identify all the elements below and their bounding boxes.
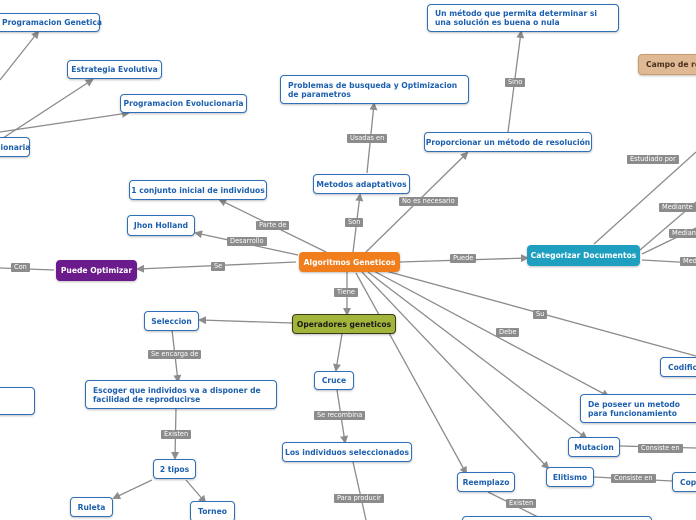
label-existen-2: Existen [506, 499, 537, 508]
label-puede: Puede [450, 254, 477, 263]
label-mediante-3: Medi [680, 257, 696, 266]
node-reemplazo[interactable]: Reemplazo [457, 472, 515, 492]
label-estudiado-por: Estudiado por [627, 155, 679, 164]
label-son: Son [345, 218, 364, 227]
node-label: Puede Optimizar [60, 266, 133, 275]
node-ruleta[interactable]: Ruleta [70, 497, 113, 517]
node-label: Los individuos seleccionados [285, 447, 409, 457]
node-label: Un método que permita determinar si una … [435, 9, 597, 27]
node-codifica[interactable]: Codifica [660, 357, 696, 377]
node-cruce[interactable]: Cruce [314, 371, 354, 390]
node-label: Cruce [321, 376, 347, 385]
label-consiste-en-2: Consiste en [638, 444, 683, 453]
node-campo-de-re[interactable]: Campo de re [638, 54, 696, 75]
node-label: Proporcionar un método de resolución [425, 137, 591, 147]
label-debe: Debe [496, 328, 520, 337]
label-con: Con [11, 263, 30, 272]
node-problemas-busqueda[interactable]: Problemas de busqueda y Optimizacion de … [280, 75, 469, 104]
label-consiste-en-1: Consiste en [611, 474, 656, 483]
label-parte-de: Parte de [256, 221, 290, 230]
node-label: Programacion Genetica [2, 18, 103, 27]
label-se: Se [211, 262, 226, 271]
label-existen-1: Existen [161, 430, 192, 439]
node-puede-optimizar[interactable]: Puede Optimizar [56, 260, 137, 281]
node-bottom-partial[interactable] [462, 516, 652, 520]
node-label: Ruleta [77, 502, 106, 512]
node-individuos-seleccionados[interactable]: Los individuos seleccionados [282, 442, 412, 462]
node-escoger-individuos[interactable]: Escoger que individos va a disponer de f… [85, 380, 277, 409]
node-label: Mutacion [574, 442, 614, 452]
label-mediante-1: Mediante [659, 203, 696, 212]
node-2-tipos[interactable]: 2 tipos [153, 459, 196, 479]
node-evolucionaria-partial[interactable]: cionaria [0, 137, 30, 157]
node-label: Campo de re [646, 60, 696, 69]
node-label: Problemas de busqueda y Optimizacion de … [288, 80, 458, 99]
label-usadas-en: Usadas en [347, 134, 388, 143]
node-label: Seleccion [151, 316, 192, 326]
node-label: Estrategia Evolutiva [71, 65, 158, 74]
node-programacion-genetica[interactable]: Programacion Genetica [0, 13, 103, 32]
node-conjunto-inicial[interactable]: 1 conjunto inicial de individuos [129, 180, 267, 200]
label-sino: Sino [505, 78, 526, 87]
node-proporcionar-metodo[interactable]: Proporcionar un método de resolución [424, 132, 592, 152]
node-label: Categorizar Documentos [530, 251, 637, 260]
label-para-producir: Para producir [334, 494, 384, 503]
node-label: 2 tipos [159, 464, 190, 474]
node-label: Jhon Holland [133, 221, 189, 230]
node-jhon-holland[interactable]: Jhon Holland [127, 215, 195, 236]
node-label: Programacion Evolucionaria [123, 99, 244, 108]
node-elitismo[interactable]: Elitismo [546, 467, 594, 487]
node-torneo[interactable]: Torneo [190, 501, 235, 520]
label-tiene: Tiene [334, 288, 358, 297]
node-seleccion[interactable]: Seleccion [144, 311, 199, 331]
label-se-encarga-de: Se encarga de [148, 350, 202, 359]
label-mediante-2: Mediante [669, 229, 696, 238]
node-label: Algoritmos Geneticos [303, 257, 396, 267]
node-metodos-adaptativos[interactable]: Metodos adaptativos [313, 174, 410, 194]
node-de-poseer-metodo[interactable]: De poseer un metodo para funcionamiento [580, 394, 696, 423]
node-label: 1 conjunto inicial de individuos [131, 185, 265, 195]
node-label: cionaria [0, 142, 31, 152]
node-label: Elitismo [552, 472, 588, 482]
node-cop[interactable]: Cop [672, 472, 696, 492]
node-label: Codifica [668, 362, 696, 372]
label-no-es-necesario: No es necesario [399, 197, 458, 206]
node-algoritmos-geneticos[interactable]: Algoritmos Geneticos [299, 252, 400, 272]
label-desarrollo: Desarrollo [227, 237, 267, 246]
label-su: Su [533, 310, 548, 319]
node-label: De poseer un metodo para funcionamiento [588, 399, 680, 418]
node-operadores-geneticos[interactable]: Operadores geneticos [292, 314, 396, 334]
node-label: Torneo [198, 507, 227, 516]
node-label: Reemplazo [462, 477, 510, 487]
node-programacion-evolucionaria[interactable]: Programacion Evolucionaria [120, 94, 247, 113]
node-left-partial[interactable] [0, 387, 35, 415]
node-label: Operadores geneticos [296, 319, 392, 329]
node-categorizar-documentos[interactable]: Categorizar Documentos [527, 245, 640, 266]
node-label: Escoger que individos va a disponer de f… [93, 385, 261, 404]
node-label: Metodos adaptativos [316, 179, 407, 189]
node-mutacion[interactable]: Mutacion [568, 437, 620, 457]
node-label: Cop [680, 477, 696, 487]
label-se-recombina: Se recombina [314, 411, 366, 420]
node-estrategia-evolutiva[interactable]: Estrategia Evolutiva [67, 60, 162, 79]
node-un-metodo-solucion[interactable]: Un método que permita determinar si una … [427, 4, 619, 32]
